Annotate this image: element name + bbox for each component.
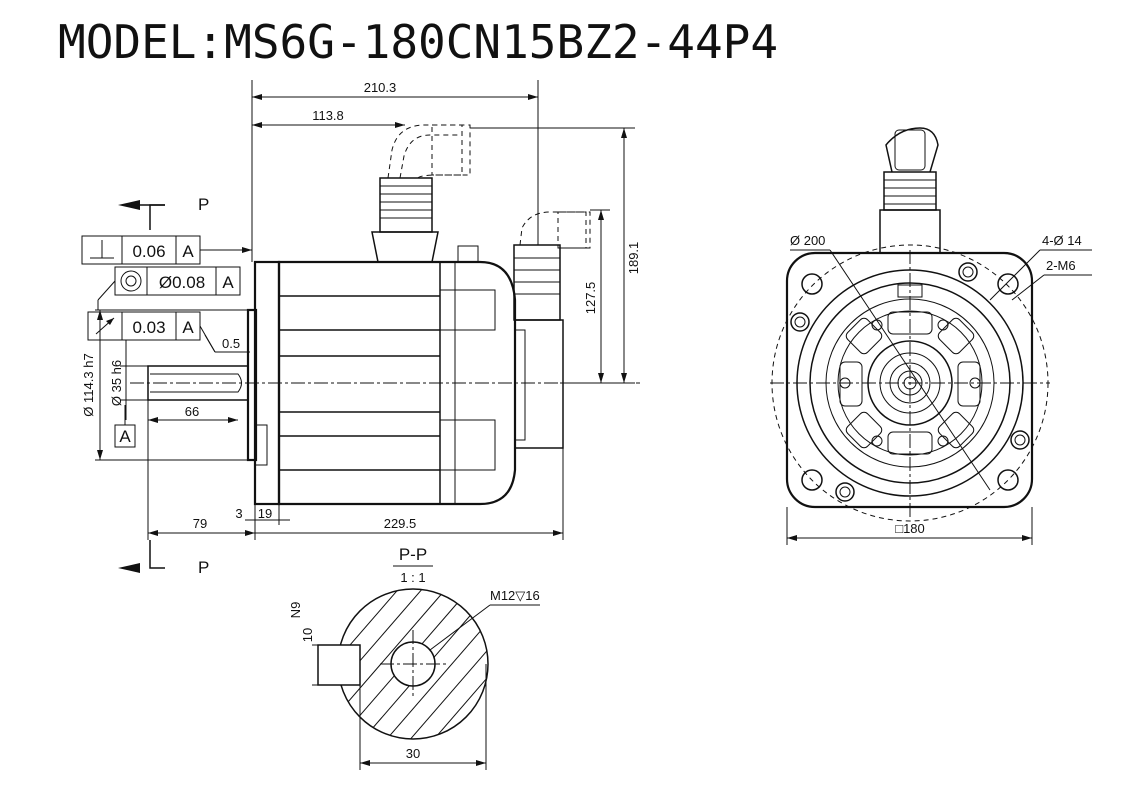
pcd-circle [771,244,1049,522]
svg-text:A: A [182,318,194,337]
dim-key-width: 10 [300,628,315,642]
section-label: P-P [399,545,427,564]
dim-189: 189.1 [626,242,641,275]
motor-body [277,260,517,506]
dim-holes: 4-Ø 14 [1042,233,1082,248]
dim-tapped: 2-M6 [1046,258,1076,273]
svg-text:A: A [222,273,234,292]
dim-section-width: 30 [406,746,420,761]
svg-text:Ø0.08: Ø0.08 [159,273,205,292]
dim-229: 229.5 [384,516,417,531]
svg-text:A: A [182,242,194,261]
perpendicularity-frame: 0.06 A [81,235,252,265]
svg-text:0.03: 0.03 [132,318,165,337]
runout-frame: 0.03 A [87,311,216,353]
section-view: P-P 1 : 1 M12▽16 [288,545,540,770]
dim-113: 113.8 [312,108,344,123]
model-title: MODEL:MS6G-180CN15BZ2-44P4 [58,15,778,69]
front-view: Ø 200 4-Ø 14 2-M6 □180 [770,127,1092,545]
dim-210: 210.3 [364,80,397,95]
svg-text:0.06: 0.06 [132,242,165,261]
dim-thread: M12▽16 [490,588,540,603]
dim-66: 66 [185,404,199,419]
section-mark-top: P [198,195,209,214]
section-mark-bottom: P [198,558,209,577]
dim-key-tol: N9 [288,602,303,619]
datum-a: A [119,427,131,446]
dim-pilot: Ø 114.3 h7 [81,353,96,416]
section-scale: 1 : 1 [400,570,425,585]
dim-chamfer: 0.5 [222,336,240,351]
dim-127: 127.5 [583,282,598,315]
dim-79: 79 [193,516,207,531]
concentricity-frame: Ø0.08 A [97,266,241,310]
dim-shaft: Ø 35 h6 [109,360,124,406]
dim-square: □180 [895,521,925,536]
side-view: 210.3 113.8 189.1 127.5 0.5 Ø 114.3 h7 Ø… [81,80,641,577]
dim-pcd: Ø 200 [790,233,825,248]
dim-3: 3 [235,506,242,521]
dim-19: 19 [258,506,272,521]
